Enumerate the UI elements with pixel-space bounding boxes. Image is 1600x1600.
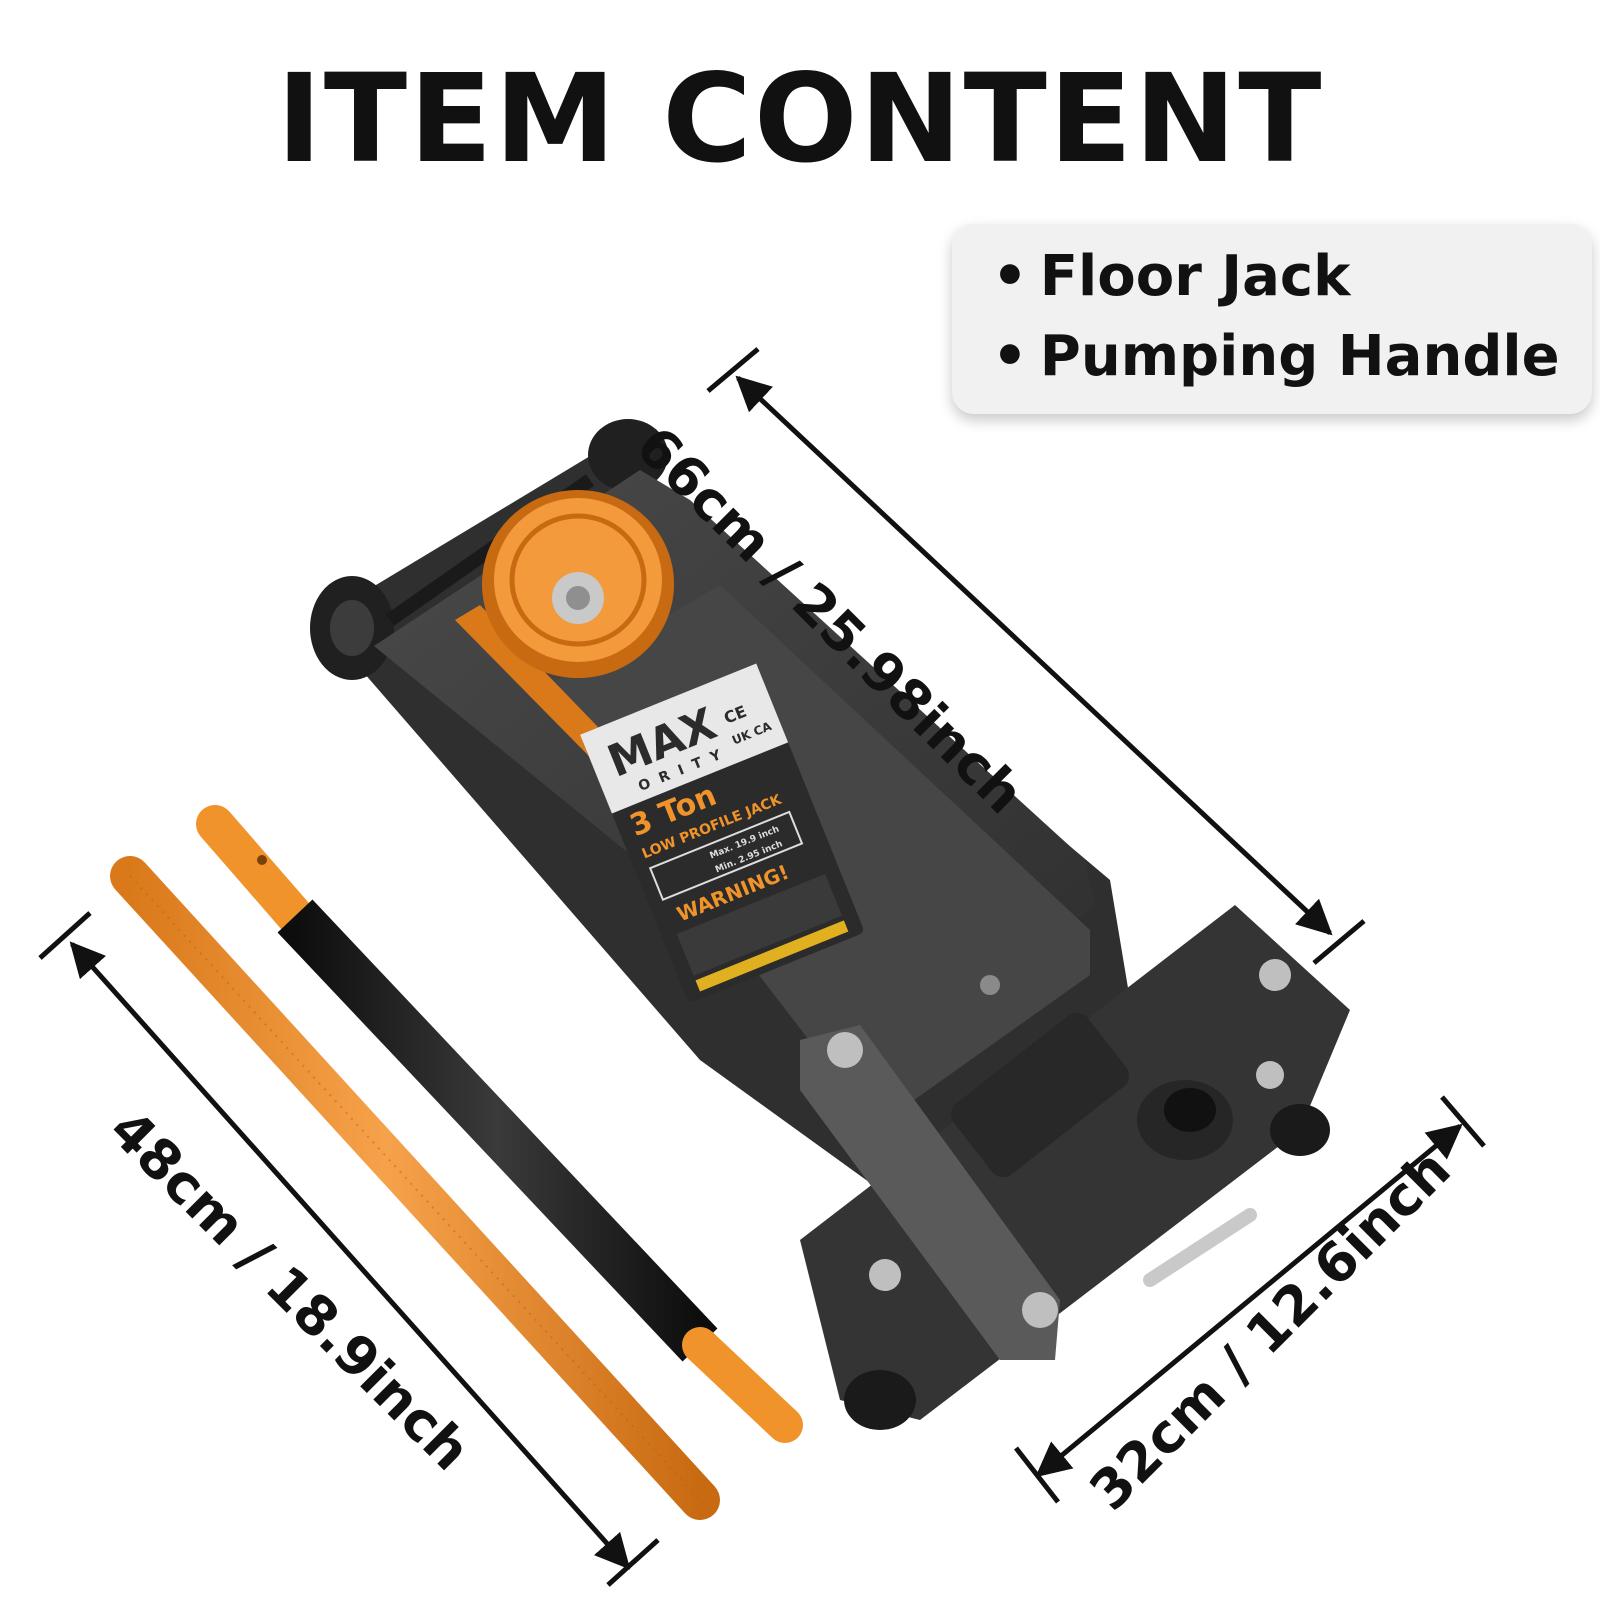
contents-list: •Floor Jack •Pumping Handle bbox=[952, 224, 1592, 414]
dimension-line-width bbox=[1014, 1095, 1486, 1504]
saddle bbox=[482, 490, 674, 678]
jack-label-sticker: MAX ORITY CE UK CA 3 Ton LOW PROFILE JAC… bbox=[580, 663, 864, 1002]
contents-item-label: Floor Jack bbox=[1039, 244, 1351, 309]
dimension-line-handle bbox=[38, 911, 660, 1587]
pumping-handle-upper bbox=[110, 856, 720, 1520]
pumping-handle-lower bbox=[196, 805, 803, 1443]
page-title: ITEM CONTENT bbox=[276, 48, 1324, 190]
dimension-line-length bbox=[706, 347, 1366, 965]
bolt-icon bbox=[827, 1032, 863, 1068]
floor-jack: MAX ORITY CE UK CA 3 Ton LOW PROFILE JAC… bbox=[310, 419, 1350, 1430]
front-wheel-right bbox=[588, 419, 668, 491]
contents-item-floor-jack: •Floor Jack bbox=[992, 244, 1350, 309]
bullet-icon: • bbox=[992, 244, 1028, 309]
